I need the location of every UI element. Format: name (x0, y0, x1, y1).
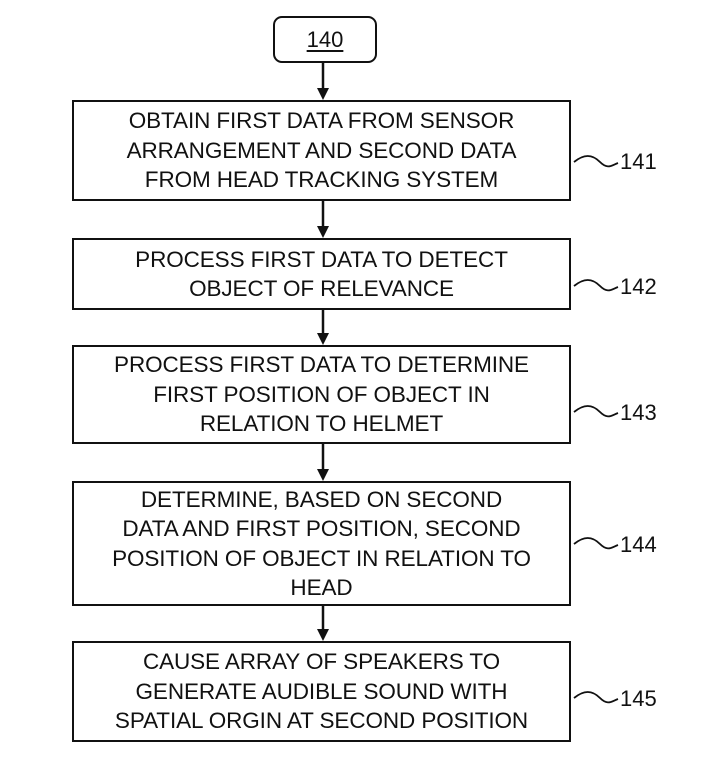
step-box-second-position: DETERMINE, BASED ON SECOND DATA AND FIRS… (72, 481, 571, 606)
start-node: 140 (273, 16, 377, 63)
arrowhead-icon (317, 333, 329, 345)
reference-number: 141 (620, 149, 657, 174)
reference-number: 144 (620, 532, 657, 557)
step-text: PROCESS FIRST DATA TO DETERMINE FIRST PO… (114, 352, 529, 437)
arrowhead-icon (317, 629, 329, 641)
reference-number: 142 (620, 274, 657, 299)
leader-line (573, 405, 619, 418)
step-box-obtain-data: OBTAIN FIRST DATA FROM SENSOR ARRANGEMEN… (72, 100, 571, 201)
reference-number: 143 (620, 400, 657, 425)
step-text: DETERMINE, BASED ON SECOND DATA AND FIRS… (112, 486, 531, 601)
leader-line (573, 155, 619, 168)
reference-number: 145 (620, 686, 657, 711)
arrowhead-icon (317, 469, 329, 481)
step-box-generate-sound: CAUSE ARRAY OF SPEAKERS TO GENERATE AUDI… (72, 641, 571, 742)
step-box-detect-object: PROCESS FIRST DATA TO DETECT OBJECT OF R… (72, 238, 571, 310)
arrowhead-icon (317, 226, 329, 238)
step-text: OBTAIN FIRST DATA FROM SENSOR ARRANGEMEN… (126, 108, 517, 193)
arrowhead-icon (317, 88, 329, 100)
start-node-label: 140 (306, 26, 344, 52)
leader-line (573, 691, 619, 704)
leader-line (573, 537, 619, 550)
step-box-first-position: PROCESS FIRST DATA TO DETERMINE FIRST PO… (72, 345, 571, 444)
leader-line (573, 279, 619, 292)
step-text: PROCESS FIRST DATA TO DETECT OBJECT OF R… (135, 246, 508, 302)
step-text: CAUSE ARRAY OF SPEAKERS TO GENERATE AUDI… (114, 649, 529, 734)
